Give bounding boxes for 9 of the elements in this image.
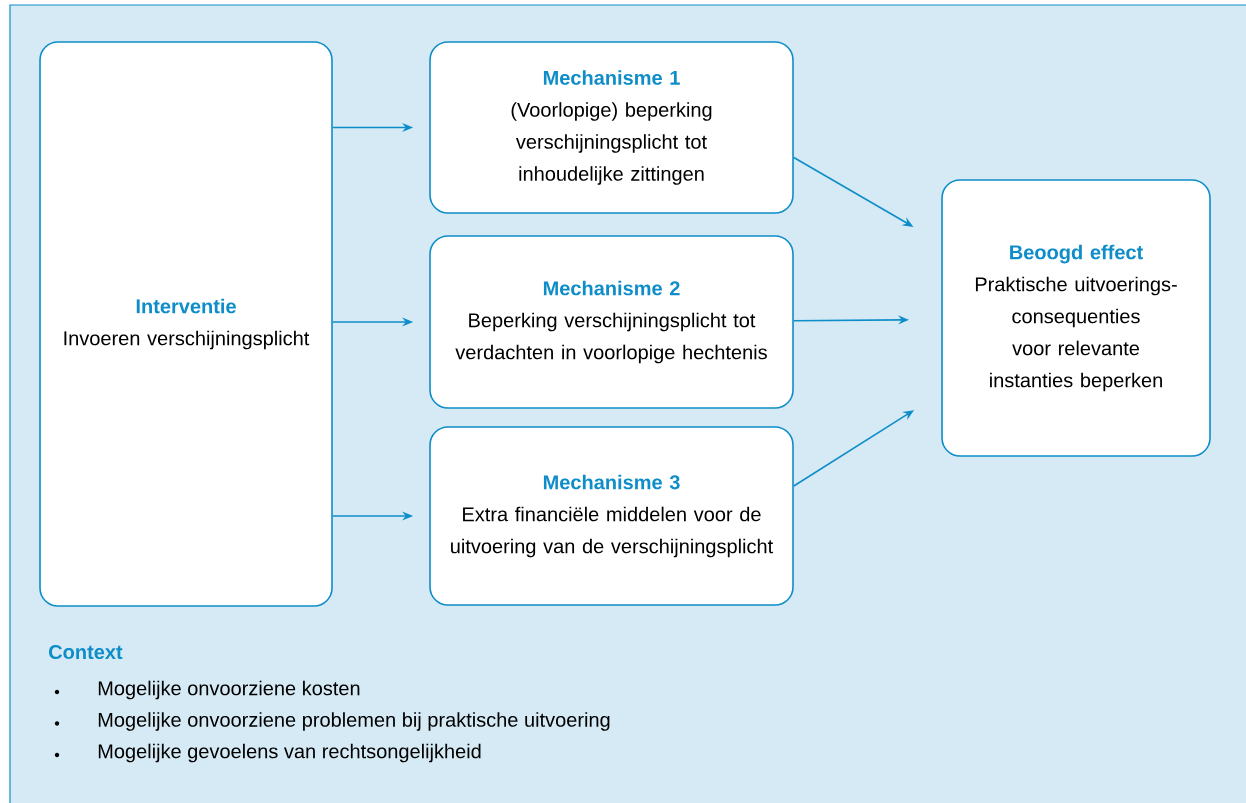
process-box: Mechanisme 3 Extra financiële middelen voor de uitvoering van de verschijningsplicht [429,426,794,606]
list-item: Mogelijke onvoorziene problemen bij praktische uitvoering [98,712,610,731]
section-heading: Context [49,644,123,660]
list-item: Mogelijke onvoorziene kosten [98,680,360,700]
list-item: Mogelijke gevoelens van rechtsongelijkheid [98,743,481,763]
process-box: Mechanisme 1 (Voorlopige) beperking verschijningsplicht tot inhoudelijke zittingen [429,41,794,214]
process-box: Interventie Invoeren verschijningsplicht [39,41,333,607]
process-box: Mechanisme 2 Beperking verschijningsplicht tot verdachten in voorlopige hechtenis [429,235,794,409]
process-box: Beoogd effect Praktische uitvoerings- consequenties voor relevante instanties beperken [941,179,1211,457]
